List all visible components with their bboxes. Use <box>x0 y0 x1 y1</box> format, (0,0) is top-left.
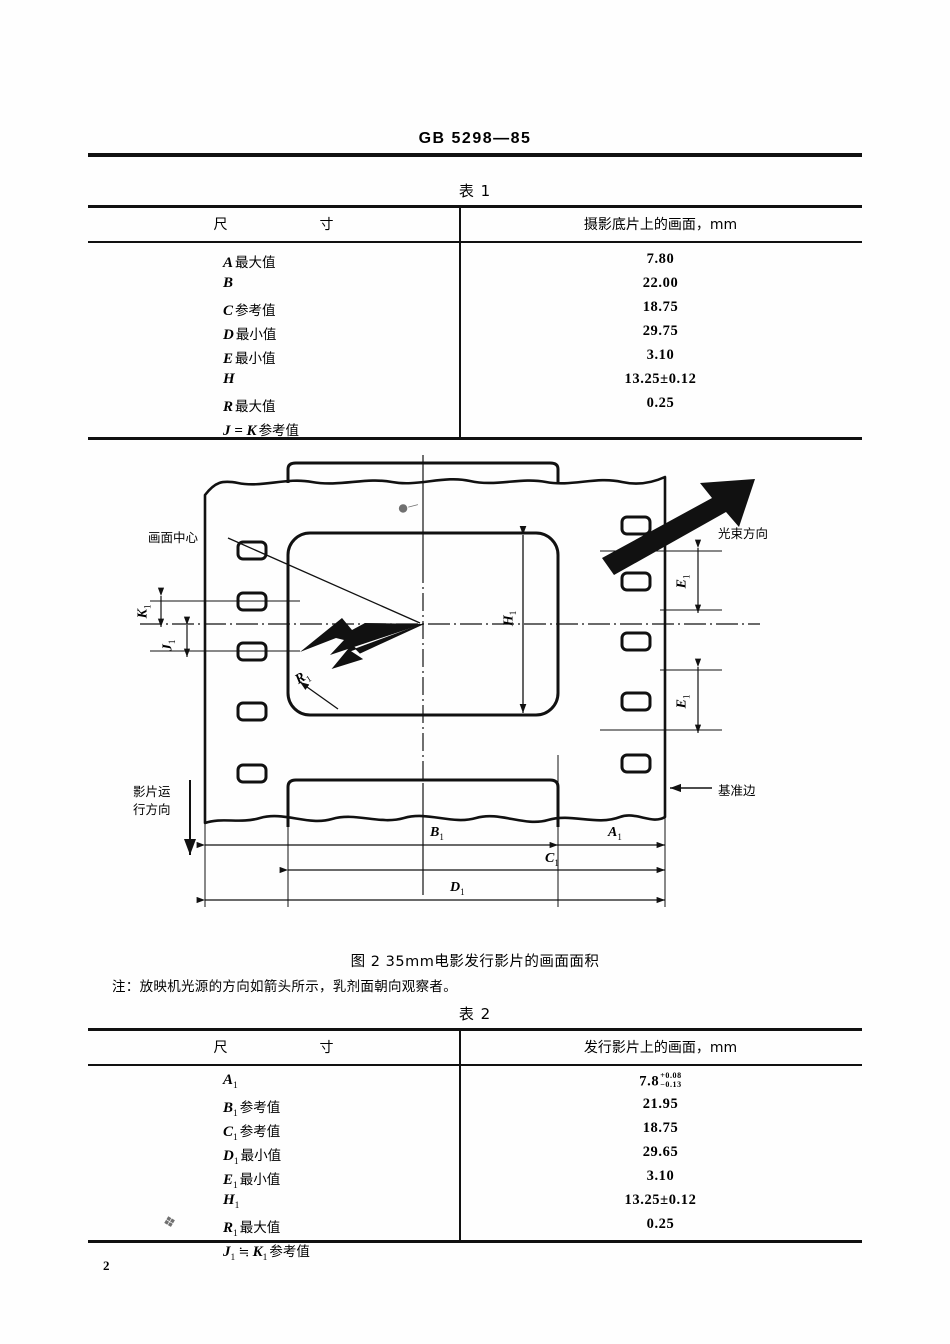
beam-direction-label: 光束方向 <box>718 526 769 541</box>
h1-label: H1 <box>501 610 519 627</box>
dimension-value: 7.80 <box>646 251 675 267</box>
d1-label: D1 <box>450 880 465 897</box>
figure-2-diagram: 画面中心 光束方向 基准边 影片运 行方向 ●— K1 J1 R1 H1 E1 … <box>0 455 950 925</box>
table-row: B 22.00 <box>88 275 862 299</box>
table1-header-left: 尺寸 <box>88 214 459 234</box>
dimension-value: 13.25±0.12 <box>624 1192 697 1208</box>
table2-bottom-rule <box>88 1240 862 1243</box>
dimension-value: 29.75 <box>642 323 679 339</box>
left-perforations <box>236 540 268 784</box>
table1-header-right: 摄影底片上的画面，mm <box>583 217 738 233</box>
dimension-value: 13.25±0.12 <box>624 371 697 387</box>
table2-header-rule <box>88 1064 862 1066</box>
table2-header-right: 发行影片上的画面，mm <box>583 1040 738 1056</box>
frame-center-leader-line <box>227 537 421 624</box>
dimension-value: 0.25 <box>646 1216 675 1232</box>
e1-label-upper: E1 <box>674 574 692 589</box>
b1-label: B1 <box>430 825 444 842</box>
table2-header-left-char1: 尺 <box>213 1040 228 1056</box>
dimension-value: 7.8+0.08−0.13 <box>639 1071 682 1090</box>
reference-edge-label: 基准边 <box>718 783 756 798</box>
table1-header-left-char1: 尺 <box>213 217 228 233</box>
frame-center-label: 画面中心 <box>148 530 199 545</box>
table2-column-divider <box>459 1028 461 1240</box>
table2-caption: 表 2 <box>458 1005 492 1023</box>
table-row: A1 7.8+0.08−0.13 <box>88 1071 862 1096</box>
a1-label: A1 <box>608 825 622 842</box>
k1-label: K1 <box>135 604 153 619</box>
dimension-symbol: A1 <box>223 1072 238 1091</box>
film-strip-outline <box>203 475 667 825</box>
table1-column-divider <box>459 205 461 437</box>
table-row: H1 13.25±0.12 <box>88 1192 862 1216</box>
r1-leader-line <box>299 681 339 710</box>
dimension-value: 22.00 <box>642 275 679 291</box>
dimension-value: 18.75 <box>642 299 679 315</box>
figure-2-caption: 图 2 35mm电影发行影片的画面面积 <box>350 954 600 970</box>
dimension-symbol: B <box>223 275 234 291</box>
beam-arrow-inner-2 <box>300 618 423 655</box>
table1-header-rule <box>88 241 862 243</box>
dimension-value: 21.95 <box>642 1096 679 1112</box>
c1-label: C1 <box>545 851 559 868</box>
e1-label-lower: E1 <box>674 694 692 709</box>
header-rule <box>88 153 862 157</box>
table2-header-left: 尺寸 <box>88 1037 459 1057</box>
dimension-symbol: H1 <box>223 1192 240 1211</box>
figure-2-note: 注：放映机光源的方向如箭头所示，乳剂面朝向观察者。 <box>112 979 457 995</box>
table-row: H 13.25±0.12 <box>88 371 862 395</box>
table1-header-left-char2: 寸 <box>319 217 334 233</box>
table2-header-left-char2: 寸 <box>319 1040 334 1056</box>
page-number: 2 <box>103 1258 110 1273</box>
table1-top-rule <box>88 205 862 208</box>
dimension-value: 3.10 <box>646 1168 675 1184</box>
right-perforations <box>620 515 652 774</box>
dimension-value: 0.25 <box>646 395 675 411</box>
film-travel-label-line1: 影片运 <box>133 784 171 799</box>
film-frame-drawing <box>140 455 760 907</box>
table1-caption: 表 1 <box>458 182 492 200</box>
j1-label: J1 <box>160 639 178 652</box>
table2-top-rule <box>88 1028 862 1031</box>
dimension-value: 3.10 <box>646 347 675 363</box>
dimension-value: 29.65 <box>642 1144 679 1160</box>
standard-code-header: GB 5298—85 <box>418 130 532 147</box>
table1-bottom-rule <box>88 437 862 440</box>
film-travel-label-line2: 行方向 <box>133 802 171 817</box>
dimension-value: 18.75 <box>642 1120 679 1136</box>
beam-arrow-inner <box>331 623 424 669</box>
dimension-symbol: H <box>223 371 235 387</box>
